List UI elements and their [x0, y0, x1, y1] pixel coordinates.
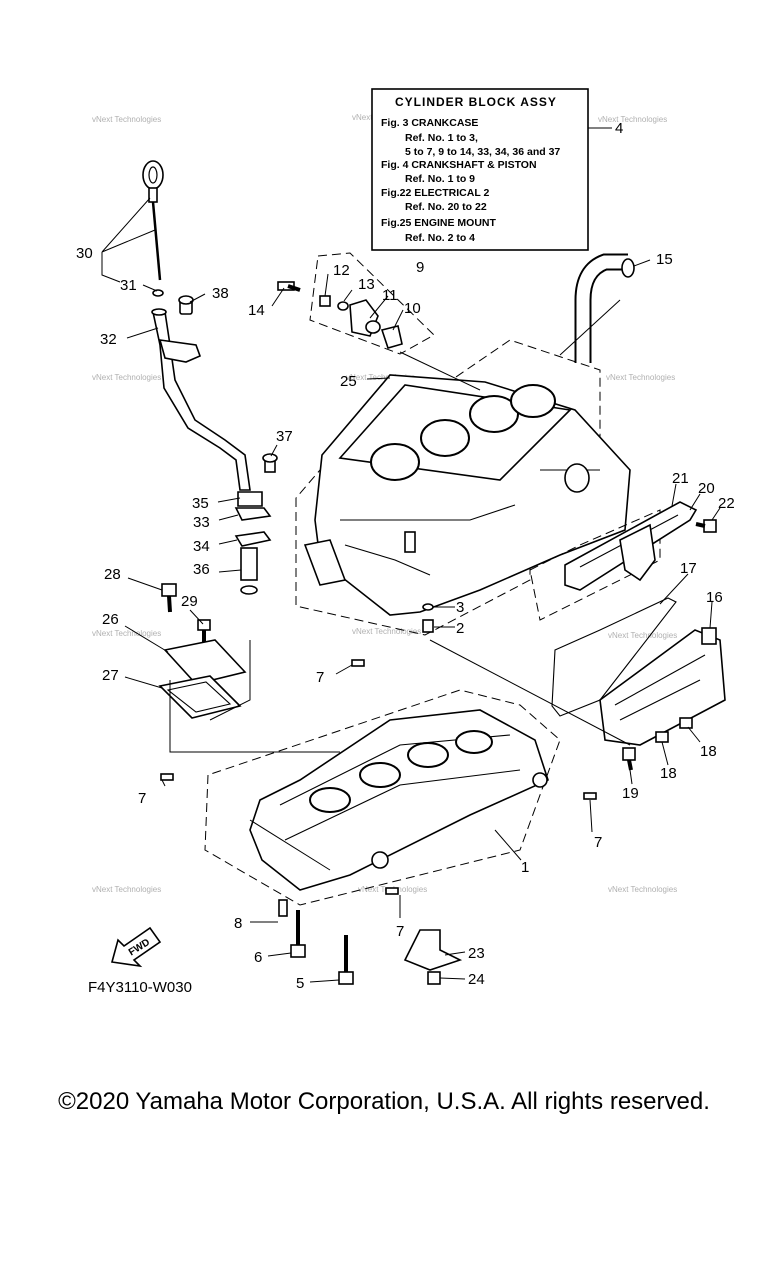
part-label-7: 7: [138, 790, 146, 807]
part-label-10: 10: [404, 300, 421, 317]
part-label-32: 32: [100, 331, 117, 348]
part-label-28: 28: [104, 566, 121, 583]
watermark: vNext Technologies: [608, 885, 677, 894]
watermark: vNext Technologies: [598, 115, 667, 124]
part-label-7: 7: [396, 923, 404, 940]
part-label-29: 29: [181, 593, 198, 610]
part-label-3: 3: [456, 599, 464, 616]
part-label-27: 27: [102, 667, 119, 684]
watermark: vNext Technologies: [92, 115, 161, 124]
leader-lines: [101, 197, 721, 983]
watermark: vNext Technologies: [608, 631, 677, 640]
side-cover: [551, 597, 726, 771]
box-line: Fig. 3 CRANKCASE: [381, 117, 478, 129]
part-label-17: 17: [680, 560, 697, 577]
box-line: Fig.25 ENGINE MOUNT: [381, 217, 497, 229]
part-label-12: 12: [333, 262, 350, 279]
part-label-35: 35: [192, 495, 209, 512]
oil-tube-fittings: [234, 453, 278, 595]
part-label-15: 15: [656, 251, 673, 268]
part-label-1: 1: [521, 859, 529, 876]
box-line: Fig.22 ELECTRICAL 2: [381, 187, 489, 199]
part-label-14: 14: [248, 302, 265, 319]
watermark: vNext Technologies: [346, 373, 415, 382]
watermark: vNext Technologies: [92, 629, 161, 638]
part-label-31: 31: [120, 277, 137, 294]
box-line: Ref. No. 20 to 22: [405, 201, 487, 213]
bolts-bottom: [278, 899, 463, 985]
box-line: Ref. No. 1 to 9: [405, 173, 475, 185]
part-label-25: 25: [340, 373, 357, 390]
part-label-19: 19: [622, 785, 639, 802]
part-label-30: 30: [76, 245, 93, 262]
part-label-36: 36: [193, 561, 210, 578]
part-label-2: 2: [456, 620, 464, 637]
dowel-pins: [422, 603, 434, 633]
part-label-21: 21: [672, 470, 689, 487]
part-label-24: 24: [468, 971, 485, 988]
part-label-8: 8: [234, 915, 242, 932]
part-label-23: 23: [468, 945, 485, 962]
figure-code: F4Y3110-W030: [88, 979, 192, 996]
fwd-arrow-icon: FWD: [110, 926, 162, 968]
part-label-7: 7: [316, 669, 324, 686]
knock-pins: [160, 659, 597, 895]
part-label-7: 7: [594, 834, 602, 851]
part-label-20: 20: [698, 480, 715, 497]
dipstick-assembly: [142, 160, 251, 491]
part-label-18: 18: [660, 765, 677, 782]
part-label-9: 9: [416, 259, 424, 276]
part-label: 4: [615, 120, 623, 137]
box-heading: CYLINDER BLOCK ASSY: [395, 95, 557, 109]
part-label-5: 5: [296, 975, 304, 992]
part-label-22: 22: [718, 495, 735, 512]
box-line: Ref. No. 1 to 3,: [405, 132, 478, 144]
breather-hose: [574, 253, 635, 363]
watermark: vNext Technologies: [92, 885, 161, 894]
part-labels: 30 31 32 38 12 13 9 11 10 14 15 25 37 35…: [76, 245, 735, 992]
part-label-13: 13: [358, 276, 375, 293]
part-label-26: 26: [102, 611, 119, 628]
part-label-6: 6: [254, 949, 262, 966]
cylinder-block: [295, 339, 631, 636]
watermark: vNext Technologies: [606, 373, 675, 382]
box-line: 5 to 7, 9 to 14, 33, 34, 36 and 37: [405, 146, 560, 158]
part-label-38: 38: [212, 285, 229, 302]
copyright-notice: ©2020 Yamaha Motor Corporation, U.S.A. A…: [58, 1088, 710, 1115]
part-label-34: 34: [193, 538, 210, 555]
box-line: Ref. No. 2 to 4: [405, 232, 475, 244]
part-label-37: 37: [276, 428, 293, 445]
box-line: Fig. 4 CRANKSHAFT & PISTON: [381, 159, 537, 171]
cover-plate-left: [158, 583, 247, 719]
part-label-33: 33: [193, 514, 210, 531]
part-label-11: 11: [382, 287, 398, 304]
part-label-18: 18: [700, 743, 717, 760]
jacket-cover-assy: [529, 501, 717, 621]
part-label-16: 16: [706, 589, 723, 606]
watermark: vNext Technologies: [92, 373, 161, 382]
cylinder-block-assy-box: CYLINDER BLOCK ASSY Fig. 3 CRANKCASE Ref…: [371, 88, 623, 251]
thermostat-parts: [277, 252, 435, 355]
crankcase: [204, 689, 561, 906]
watermark: vNext Technologies: [352, 627, 421, 636]
